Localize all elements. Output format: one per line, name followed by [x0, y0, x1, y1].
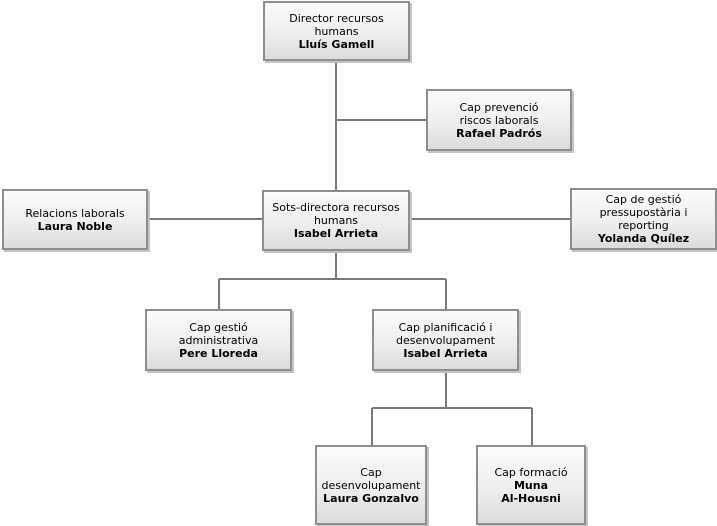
node-title-line: Cap gestió	[189, 320, 248, 334]
node-title-line: humans	[314, 24, 359, 38]
node-name-line: Isabel Arrieta	[403, 346, 488, 360]
node-title-line: desenvolupament	[396, 333, 495, 347]
node-title-line: pressupostària i	[599, 206, 688, 219]
node-title-line: humans	[313, 214, 359, 227]
node-title-line: reporting	[618, 219, 669, 232]
node-title-line: riscos laborals	[459, 113, 539, 127]
node-title-line: Relacions laborals	[25, 206, 125, 220]
node-title-line: desenvolupament	[321, 478, 421, 492]
node-name-line: Pere Lloreda	[179, 346, 258, 360]
node-name-line: Laura Gonzalvo	[323, 491, 419, 505]
node-title-line: administrativa	[178, 333, 259, 347]
node-name-line: Laura Noble	[37, 219, 113, 233]
node-name-line: Muna	[513, 478, 549, 492]
node-name-line: Isabel Arrieta	[293, 227, 379, 240]
node-title-line: Sots-directora recursos	[272, 201, 400, 214]
node-title-line: Cap de gestió	[605, 193, 682, 206]
node-title-line: Cap planificació i	[398, 320, 493, 334]
node-title-line: Cap formació	[494, 465, 568, 479]
node-name-line: Al-Housni	[501, 491, 561, 505]
node-name-line: Rafael Padrós	[456, 126, 542, 140]
node-title-line: Cap	[360, 465, 382, 479]
node-title-line: Director recursos	[289, 11, 384, 25]
node-name-line: Yolanda Quílez	[597, 232, 690, 245]
node-name-line: Lluís Gamell	[298, 37, 375, 51]
node-title-line: Cap prevenció	[459, 100, 539, 114]
